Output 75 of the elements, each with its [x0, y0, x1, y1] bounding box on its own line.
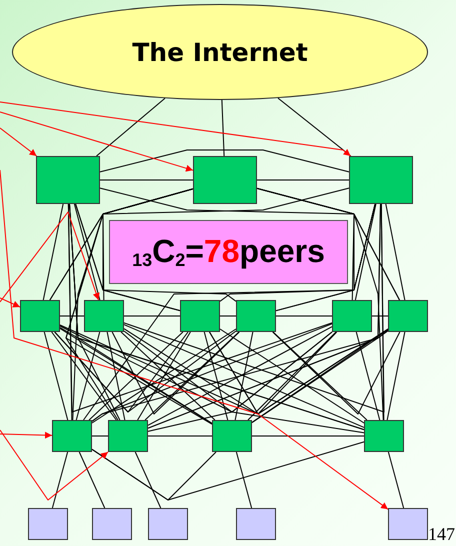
arrow	[0, 170, 388, 510]
connector-line	[54, 330, 236, 412]
router-box	[36, 156, 100, 204]
host-box	[92, 508, 132, 540]
connector-line	[88, 332, 184, 420]
connector-line	[386, 332, 406, 420]
connector-line	[380, 204, 384, 420]
connector-line	[204, 332, 228, 420]
connector-line	[148, 326, 332, 426]
connector-line	[42, 204, 64, 300]
connector-line	[92, 328, 236, 424]
connector-line	[272, 332, 368, 420]
arrow	[0, 430, 108, 500]
connector-line	[49, 188, 350, 300]
formula-text: $_{13}$C$_{2}$=78peers	[132, 233, 325, 271]
connector-line	[220, 328, 364, 424]
arrow	[0, 432, 52, 439]
connector-line	[52, 452, 68, 508]
cloud-label: The Internet	[132, 38, 308, 66]
connector-line	[144, 332, 240, 420]
arrow	[0, 102, 352, 156]
connector-line	[234, 332, 254, 420]
connector-line	[272, 332, 400, 414]
host-box	[236, 508, 276, 540]
arrow	[0, 128, 38, 156]
connector-line	[354, 204, 376, 300]
router-box	[388, 300, 428, 332]
connector-line	[120, 332, 216, 420]
router-box	[52, 420, 92, 452]
router-box	[20, 300, 60, 332]
connector-line	[60, 328, 212, 424]
connector-line	[124, 330, 332, 412]
router-box	[349, 156, 413, 204]
router-box	[236, 300, 276, 332]
connector-line	[385, 204, 406, 300]
arrow	[0, 212, 100, 302]
connector-line	[74, 204, 100, 300]
connector-line	[388, 452, 404, 508]
router-box	[108, 420, 148, 452]
connector-line	[236, 452, 252, 508]
router-box	[212, 420, 252, 452]
connector-line	[44, 332, 68, 420]
connector-line	[148, 330, 388, 429]
router-box	[332, 300, 372, 332]
connector-line	[96, 98, 166, 156]
host-box	[28, 508, 68, 540]
connector-line	[252, 329, 388, 423]
connector-line	[134, 452, 162, 508]
connector-line	[137, 332, 191, 420]
connector-line	[51, 332, 117, 420]
host-box	[388, 508, 428, 540]
router-box	[364, 420, 404, 452]
connector-line	[148, 412, 364, 434]
connector-line	[78, 452, 106, 508]
router-box	[180, 300, 220, 332]
connector-line	[356, 332, 380, 420]
connector-line	[248, 332, 336, 420]
connector-line	[209, 328, 388, 414]
connector-line	[124, 324, 364, 428]
arrow	[0, 112, 194, 172]
connector-line	[60, 327, 364, 430]
connector-line	[92, 441, 364, 500]
formula-box	[109, 220, 348, 284]
connector-line	[75, 204, 236, 302]
router-box	[84, 300, 124, 332]
connector-line	[112, 332, 240, 414]
connector-line	[100, 150, 350, 172]
connector-line	[68, 204, 72, 420]
host-box	[148, 508, 188, 540]
connector-line	[221, 100, 225, 156]
page-number: 147	[428, 524, 455, 545]
router-box	[193, 156, 257, 204]
connector-line	[106, 332, 126, 420]
arrow	[0, 298, 20, 308]
connector-line	[76, 332, 100, 420]
